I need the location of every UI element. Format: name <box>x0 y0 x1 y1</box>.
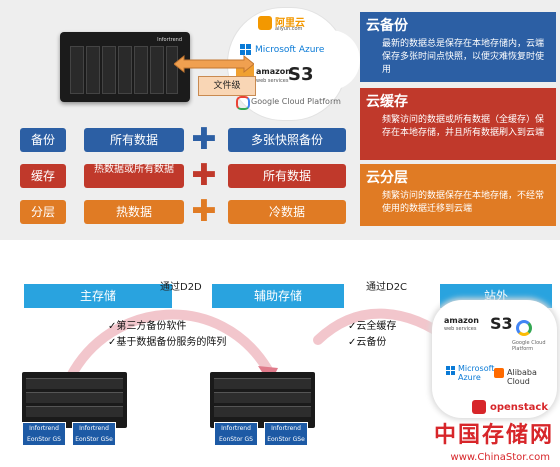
row-label-backup: 备份 <box>20 128 66 152</box>
plus-icon: ✚ <box>191 194 217 229</box>
aliyun-label: 阿里云 <box>275 18 305 29</box>
watermark-title: 中国存储网 <box>433 422 554 448</box>
nas-device-image: Infortrend <box>60 32 190 102</box>
band-primary-storage: 主存储 <box>24 284 172 308</box>
google-cloud-icon <box>516 320 532 336</box>
plus-icon: ✚ <box>191 122 217 157</box>
row-tiering-left: 热数据 <box>84 200 184 224</box>
nas-brand-label: Infortrend <box>157 37 182 43</box>
sync-arrow-icon <box>174 54 254 74</box>
openstack-label: openstack <box>490 402 548 413</box>
alibaba-cloud-icon <box>494 368 504 378</box>
panel-desc: 频繁访问的数据保存在本地存储，不经常使用的数据迁移到云端 <box>382 191 545 214</box>
panel-title: 云缓存 <box>366 94 408 110</box>
row-cache-left: 热数据或所有数据 <box>84 164 184 188</box>
alibaba-label: Alibaba Cloud <box>507 368 537 386</box>
panel-cloud-backup: 云备份 最新的数据总是保存在本地存储内，云端保存多张时间点快照，以便灾难恢复时使… <box>360 12 556 82</box>
secondary-bullet: ✓云全缓存 <box>348 321 397 332</box>
s3-label: S3 <box>288 64 314 85</box>
band-secondary-storage: 辅助存储 <box>212 284 344 308</box>
google-cloud-label: Google Cloud Platform <box>251 97 341 106</box>
google-cloud-icon <box>236 96 250 110</box>
s3-label: S3 <box>490 314 513 333</box>
watermark-url: www.ChinaStor.com <box>450 452 550 463</box>
row-backup-right: 多张快照备份 <box>228 128 346 152</box>
panel-title: 云备份 <box>366 18 408 34</box>
row-tiering-right: 冷数据 <box>228 200 346 224</box>
panel-title: 云分层 <box>366 170 408 186</box>
panel-desc: 频繁访问的数据或所有数据（全缓存）保存在本地存储，并且所有数据刷入到云端 <box>382 115 545 138</box>
row-label-cache: 缓存 <box>20 164 66 188</box>
offsite-cloud-graphic <box>432 300 557 418</box>
azure-label: Microsoft Azure <box>458 364 495 382</box>
aliyun-logo-icon <box>258 16 272 30</box>
windows-logo-icon <box>240 44 252 56</box>
primary-bullet: ✓第三方备份软件 <box>108 321 187 332</box>
d2d-label: 通过D2D <box>160 282 202 293</box>
amazon-logo: amazon <box>444 316 479 325</box>
panel-desc: 最新的数据总是保存在本地存储内，云端保存多张时间点快照，以便灾难恢复时使用 <box>382 39 545 75</box>
azure-label: Microsoft Azure <box>255 45 325 55</box>
primary-bullet: ✓基于数据备份服务的阵列 <box>108 337 227 348</box>
panel-cloud-cache: 云缓存 频繁访问的数据或所有数据（全缓存）保存在本地存储，并且所有数据刷入到云端 <box>360 88 556 160</box>
cloud-bump <box>300 30 360 90</box>
plus-icon: ✚ <box>191 158 217 193</box>
openstack-icon <box>472 400 486 414</box>
panel-cloud-tiering: 云分层 频繁访问的数据保存在本地存储，不经常使用的数据迁移到云端 <box>360 164 556 226</box>
file-level-label: 文件级 <box>198 76 256 96</box>
secondary-bullet: ✓云备份 <box>348 337 387 348</box>
amazon-sub-label: web services <box>444 326 477 332</box>
aliyun-sub-label: aliyun.com <box>275 26 303 32</box>
windows-logo-icon <box>446 366 456 376</box>
row-label-tiering: 分层 <box>20 200 66 224</box>
google-cloud-label: Google Cloud Platform <box>512 340 546 352</box>
amazon-logo: amazon <box>256 67 291 76</box>
row-cache-right: 所有数据 <box>228 164 346 188</box>
amazon-sub-label: web services <box>256 78 289 84</box>
row-backup-left: 所有数据 <box>84 128 184 152</box>
d2c-label: 通过D2C <box>366 282 408 293</box>
